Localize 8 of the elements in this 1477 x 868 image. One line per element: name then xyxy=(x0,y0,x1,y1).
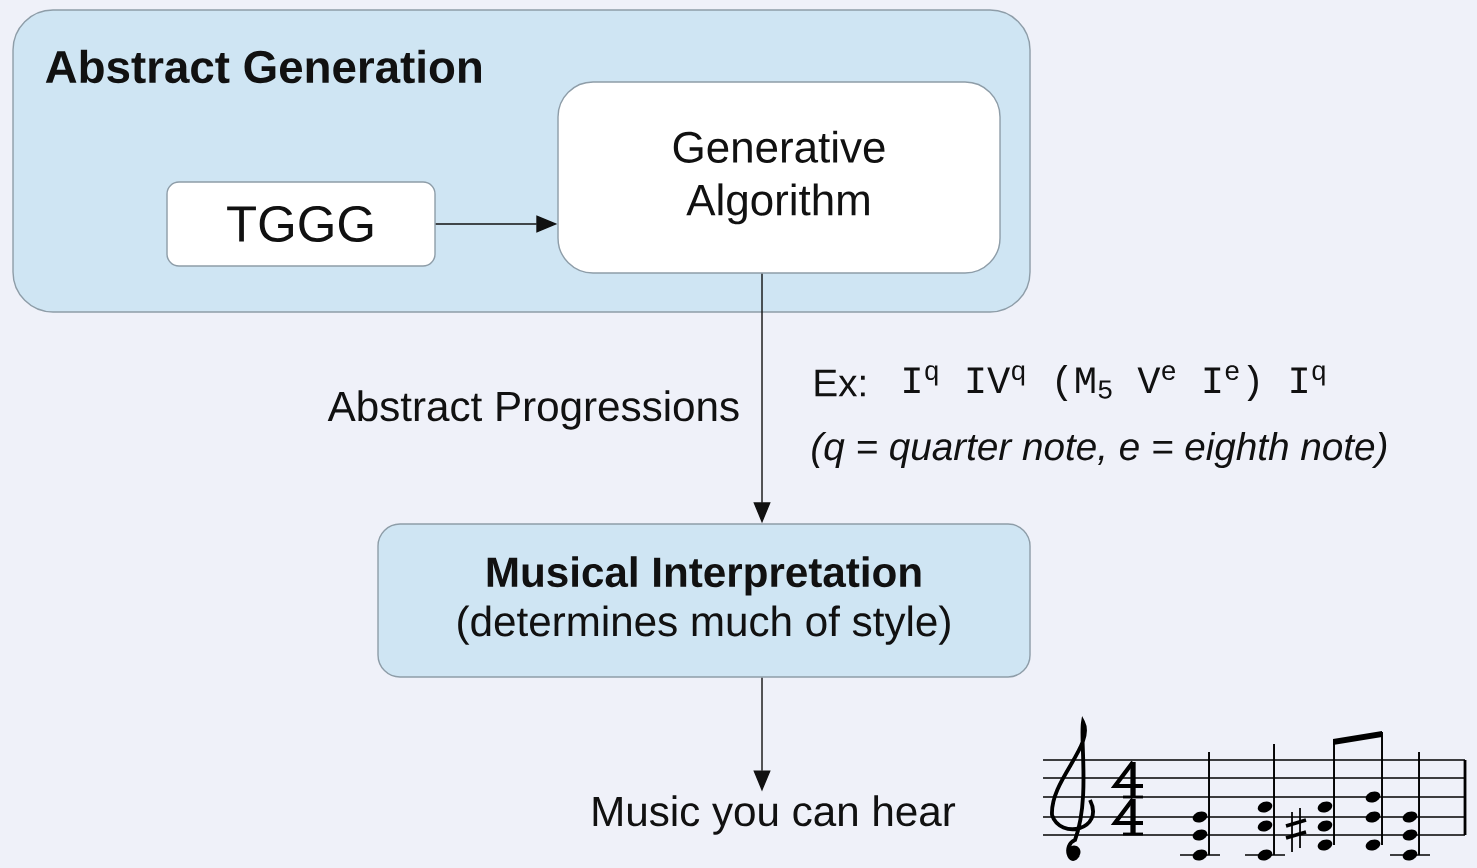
process-box: TGGG xyxy=(166,181,436,267)
text-label: Music you can hear xyxy=(593,795,956,835)
annotation-text: I$^{q}$ IV$^{q}$ (M$_{5}$ V$^{e}$ I$^{e}$) I$^{q}$ xyxy=(904,364,1325,401)
annotation-text: Ex: xyxy=(815,369,865,397)
process-box: Musical Interpretation (determines much of style) xyxy=(377,523,1031,678)
edge-label: Abstract Progressions xyxy=(324,386,744,434)
process-box: Generative Algorithm xyxy=(557,81,1001,274)
annotation-text: (q = quarter note, e = eighth note) xyxy=(812,431,1387,468)
